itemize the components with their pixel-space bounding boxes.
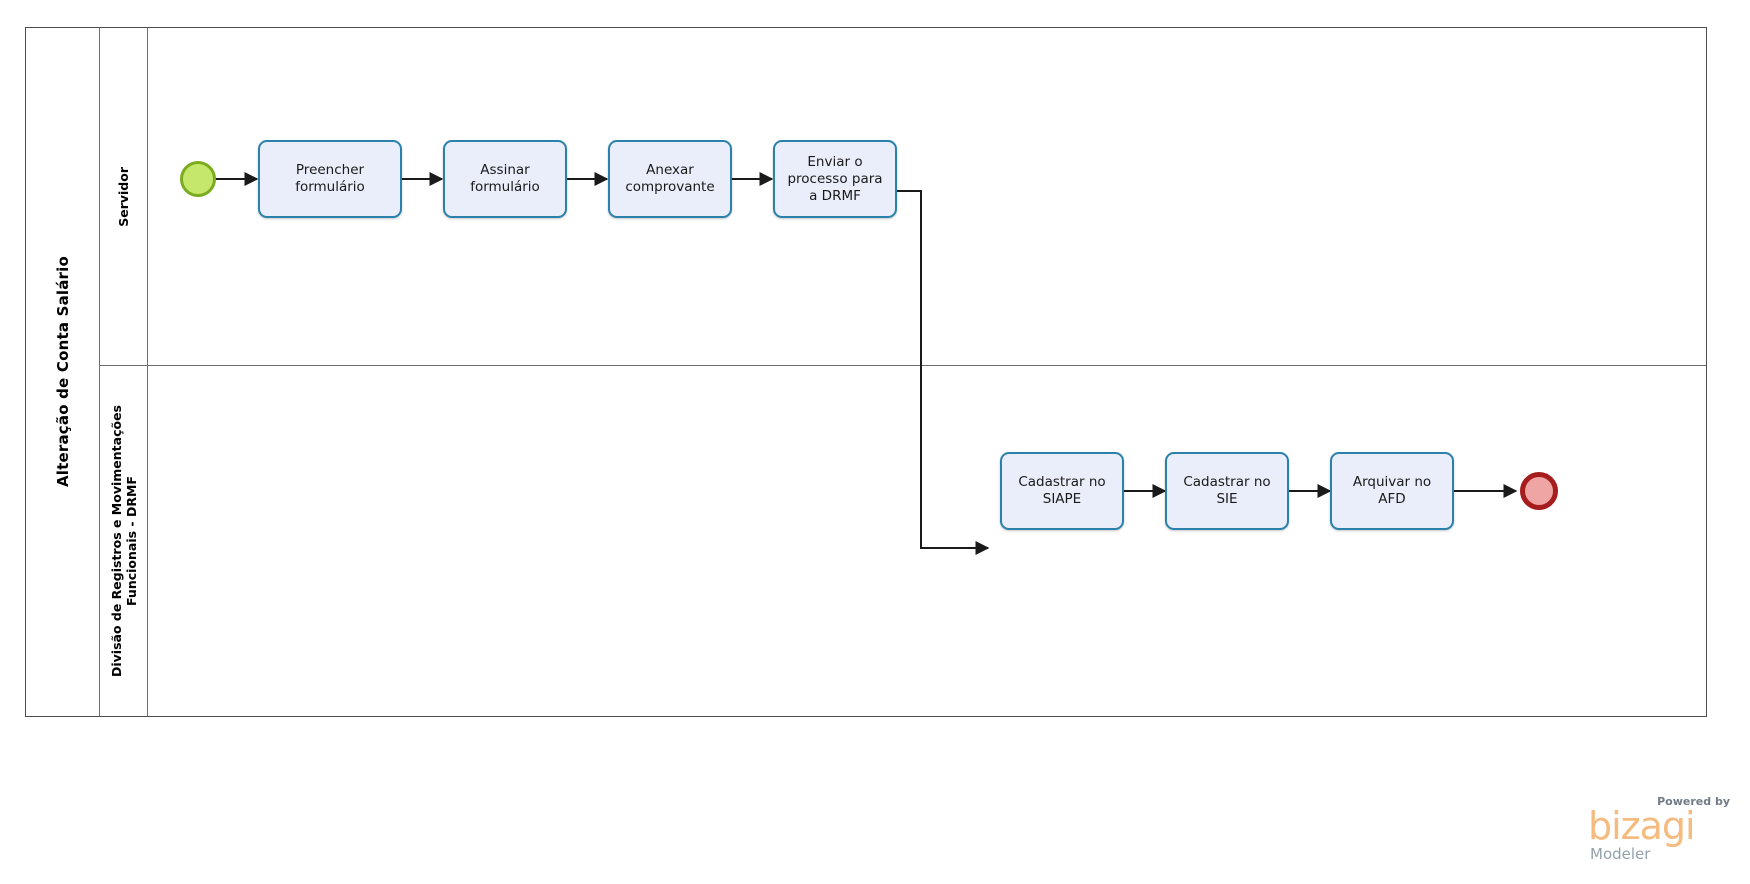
lane-servidor[interactable]: Servidor: [100, 28, 1706, 366]
lane-container: Servidor: [100, 28, 1706, 716]
lane-drmf-connectors: [1124, 484, 1518, 498]
lane-servidor-body: Preencher formulário Assinar formulário …: [148, 28, 1706, 365]
bizagi-product-label: Modeler: [1590, 845, 1651, 863]
lane-servidor-label: Servidor: [116, 166, 131, 227]
lane-drmf[interactable]: Divisão de Registros e Movimentações Fun…: [100, 366, 1706, 716]
task-cadastrar-no-sie[interactable]: Cadastrar no SIE: [1165, 452, 1289, 530]
task-preencher-formulario[interactable]: Preencher formulário: [258, 140, 402, 218]
lane-servidor-header[interactable]: Servidor: [100, 28, 148, 365]
task-anexar-comprovante[interactable]: Anexar comprovante: [608, 140, 732, 218]
start-event[interactable]: [180, 161, 216, 197]
bizagi-watermark: Powered by bizagi Modeler: [1588, 795, 1733, 867]
pool-title: Alteração de Conta Salário: [53, 256, 72, 488]
task-enviar-processo-drmf[interactable]: Enviar o processo para a DRMF: [773, 140, 897, 218]
lane-drmf-label: Divisão de Registros e Movimentações Fun…: [108, 405, 139, 677]
pool-alteracao-de-conta-salario[interactable]: Alteração de Conta Salário Servidor: [25, 27, 1707, 717]
bizagi-powered-by-label: Powered by: [1657, 795, 1730, 808]
task-assinar-formulario[interactable]: Assinar formulário: [443, 140, 567, 218]
bizagi-brand-label: bizagi: [1588, 804, 1696, 848]
end-event[interactable]: [1520, 472, 1558, 510]
lane-drmf-body: Cadastrar no SIAPE Cadastrar no SIE Arqu…: [148, 366, 1706, 716]
pool-header[interactable]: Alteração de Conta Salário: [26, 28, 100, 716]
lane-drmf-header[interactable]: Divisão de Registros e Movimentações Fun…: [100, 366, 148, 716]
task-cadastrar-no-siape[interactable]: Cadastrar no SIAPE: [1000, 452, 1124, 530]
task-arquivar-no-afd[interactable]: Arquivar no AFD: [1330, 452, 1454, 530]
